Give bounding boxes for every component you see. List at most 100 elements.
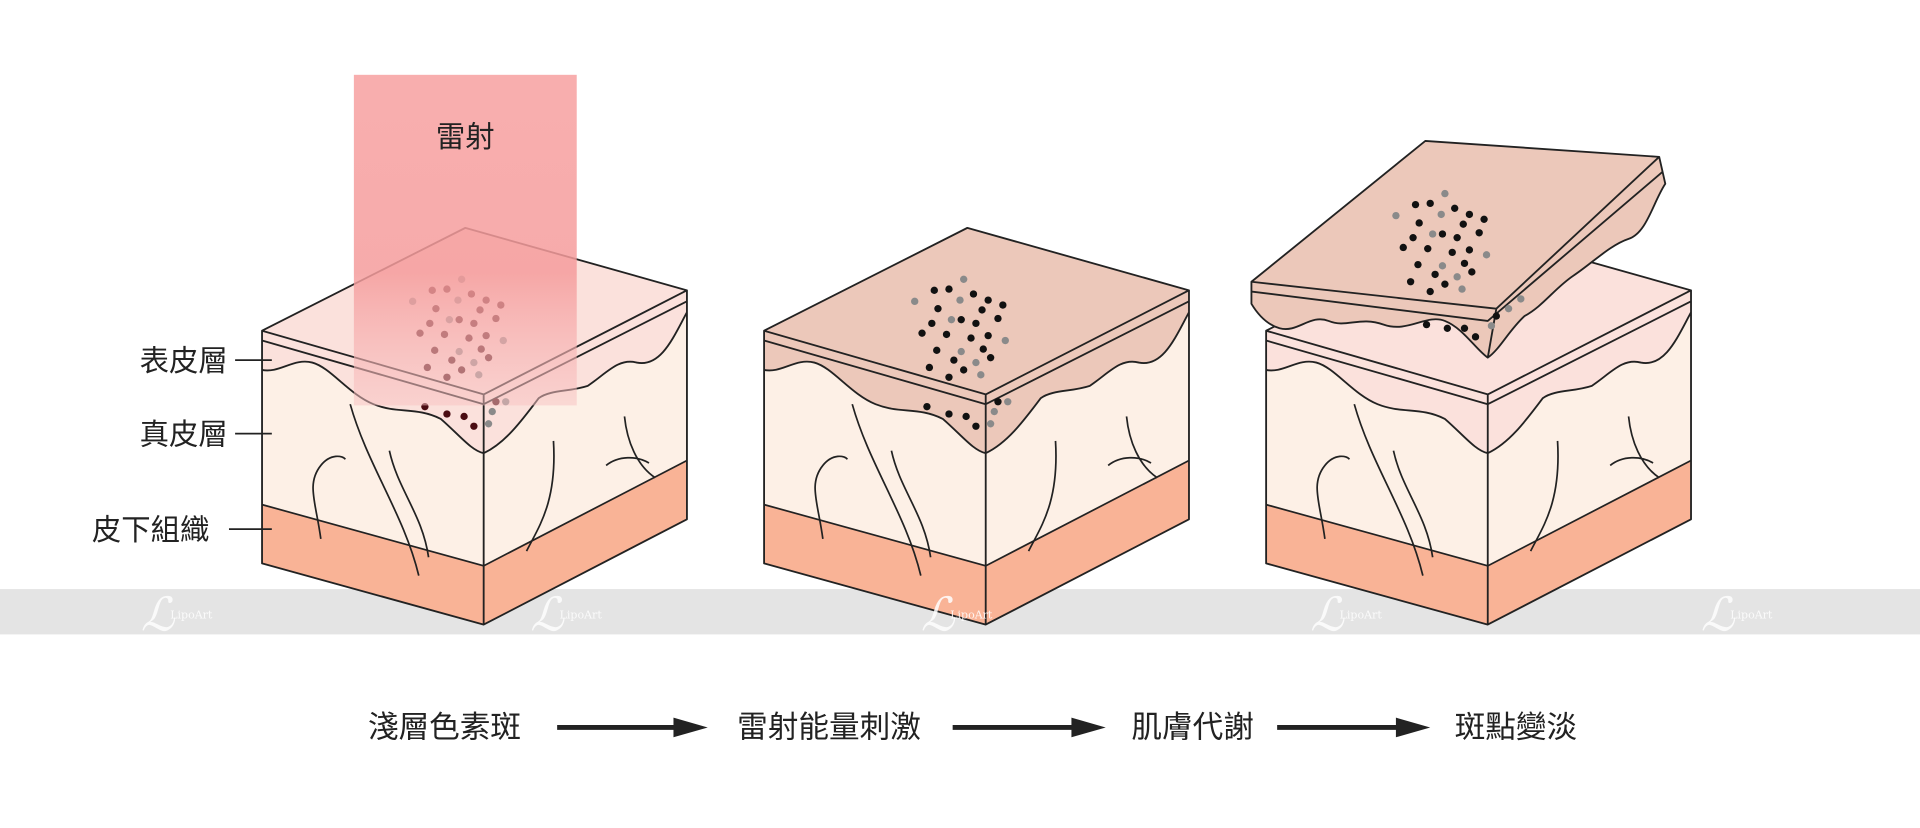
pigment-dot <box>972 358 980 367</box>
pigment-dot <box>977 371 985 379</box>
pigment-dot <box>1465 210 1474 219</box>
label-epidermis: 表皮層 <box>140 344 228 378</box>
arrow-right-icon <box>952 717 1106 738</box>
pigment-dot <box>1441 280 1449 288</box>
pigment-dot <box>911 297 919 306</box>
pigment-dot <box>1409 234 1417 242</box>
step-1: 淺層色素斑 <box>368 710 521 745</box>
skin-cube-laser-stimulated <box>763 226 1190 626</box>
pigment-dot <box>956 296 964 304</box>
pigment-dot <box>986 354 995 362</box>
pigment-dot <box>1475 229 1483 237</box>
pigment-dot <box>1415 219 1423 227</box>
pigment-dot <box>972 422 980 430</box>
laser-label: 雷射 <box>436 120 495 154</box>
watermark-logo: ℒ <box>141 588 176 642</box>
pigment-dot <box>1460 259 1469 268</box>
pigment-dot <box>1414 260 1422 269</box>
pigment-dot <box>1517 295 1525 303</box>
pigment-dot <box>923 402 931 411</box>
pigment-dot <box>950 356 958 364</box>
pigment-dot <box>945 410 953 418</box>
pigment-dot <box>1482 251 1491 259</box>
watermark-logo: ℒ <box>1310 588 1345 642</box>
pigment-dot <box>947 316 956 324</box>
pigment-dot <box>1504 305 1513 313</box>
watermark-logo: ℒ <box>530 588 565 642</box>
pigment-dot <box>1453 273 1461 281</box>
pigment-dot <box>1426 287 1434 296</box>
pigment-dot <box>1399 243 1407 252</box>
pigment-dot <box>945 373 953 381</box>
pigment-dot <box>1465 246 1474 254</box>
pigment-dot <box>962 412 970 421</box>
pigment-dot <box>1004 398 1012 406</box>
pigment-dot <box>960 275 968 283</box>
pigment-dot <box>994 314 1002 323</box>
pigment-dot <box>484 420 493 428</box>
pigment-dot <box>443 410 451 418</box>
pigment-dot <box>967 334 975 342</box>
pigment-dot <box>969 290 978 298</box>
pigment-dot <box>984 296 992 304</box>
pigment-dot <box>1431 270 1439 279</box>
pigment-dot <box>986 420 995 428</box>
watermark-text: LipoArt <box>1730 608 1773 621</box>
pigment-dot <box>957 347 965 356</box>
pigment-dot <box>999 301 1007 309</box>
pigment-dot <box>1471 333 1480 341</box>
pigment-dot <box>1428 230 1437 238</box>
pigment-dot <box>1460 324 1469 332</box>
label-dermis: 真皮層 <box>140 418 228 452</box>
pigment-dot <box>979 345 987 353</box>
pigment-dot <box>1406 278 1415 286</box>
pigment-dot <box>978 306 986 314</box>
pigment-dot <box>1001 336 1009 345</box>
pigment-dot <box>1480 215 1488 223</box>
pigment-dot <box>1411 200 1420 209</box>
watermark-logo: ℒ <box>921 588 956 642</box>
process-flow: 淺層色素斑 雷射能量刺激 肌膚代謝 斑點變淡 <box>368 710 1577 745</box>
pigment-dot <box>1458 285 1466 293</box>
pigment-dot <box>930 286 938 294</box>
pigment-dot <box>1424 245 1432 253</box>
pigment-dot <box>984 331 992 340</box>
pigment-dot <box>918 329 926 337</box>
pigment-dot <box>1468 268 1476 276</box>
pigment-dots <box>911 275 1012 430</box>
pigment-dot <box>1426 199 1434 208</box>
pigment-dot <box>934 305 942 313</box>
pigment-dot <box>1437 210 1445 219</box>
pigment-dot <box>488 407 496 416</box>
laser-beam <box>353 74 577 406</box>
watermark-text: LipoArt <box>1340 608 1383 621</box>
pigment-dot <box>1487 322 1496 330</box>
pigment-dot <box>1492 312 1500 320</box>
pigment-dot <box>960 366 968 374</box>
pigment-dot <box>460 412 468 421</box>
pigment-dot <box>942 330 951 339</box>
pigment-dot <box>933 346 941 354</box>
layer-labels: 表皮層 真皮層 皮下組織 <box>92 344 272 547</box>
pigment-dot <box>1459 220 1467 228</box>
label-subcutaneous: 皮下組織 <box>92 513 210 547</box>
pigment-dot <box>470 422 478 430</box>
pigment-dot <box>1438 262 1447 270</box>
pigment-dot <box>1453 234 1461 242</box>
step-3: 肌膚代謝 <box>1131 710 1253 745</box>
pigment-dot <box>1422 320 1431 329</box>
pigment-dot <box>1451 204 1459 212</box>
pigment-dot <box>928 319 936 328</box>
step-4: 斑點變淡 <box>1455 710 1577 745</box>
peeling-epidermis-flap <box>1250 140 1667 359</box>
pigment-dot <box>990 407 998 416</box>
arrow-right-icon <box>1277 717 1431 738</box>
pigment-dot <box>972 319 980 328</box>
step-2: 雷射能量刺激 <box>737 710 921 745</box>
arrow-right-icon <box>557 717 708 738</box>
pigment-dot <box>1448 248 1456 257</box>
watermark-text: LipoArt <box>950 608 993 621</box>
pigment-dot <box>1443 324 1452 332</box>
